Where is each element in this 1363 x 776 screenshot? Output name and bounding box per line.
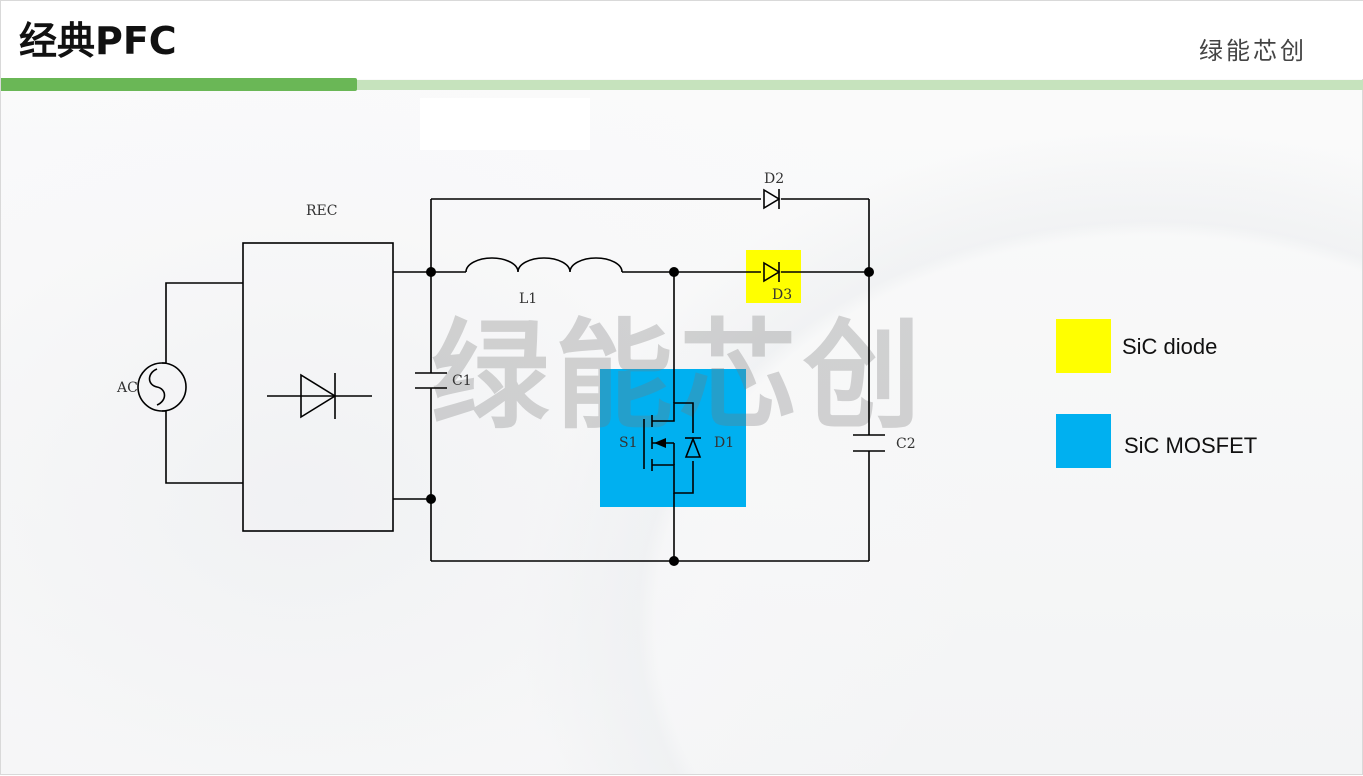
s1-source-lead <box>652 461 694 494</box>
watermark-text: 绿能芯创 <box>431 307 928 445</box>
brand-name: 绿能芯创 <box>1199 37 1307 65</box>
label-c1: C1 <box>452 373 472 389</box>
s1-drain-lead <box>652 402 694 433</box>
junction-dot <box>426 267 436 277</box>
ac-sine-icon <box>148 368 166 406</box>
label-d1: D1 <box>714 435 734 451</box>
header <box>1 1 1363 79</box>
legend-swatch-sic-diode <box>1056 319 1111 373</box>
sic-diode-highlight <box>746 250 801 303</box>
l1-inductor-coil <box>465 257 623 273</box>
ac-source-symbol <box>137 362 187 412</box>
label-l1: L1 <box>519 291 537 307</box>
wire-ac-top <box>162 282 243 364</box>
d3-diode-triangle <box>763 261 781 283</box>
label-ac: AC <box>116 380 138 396</box>
label-d2: D2 <box>764 171 784 187</box>
legend-label-sic-mosfet: SiC MOSFET <box>1124 433 1258 458</box>
label-d3: D3 <box>772 287 792 303</box>
wire-ac-bottom <box>162 410 243 484</box>
junction-dot <box>669 267 679 277</box>
s1-arrow <box>654 438 666 448</box>
rec-diode-triangle <box>300 373 337 419</box>
d2-diode-triangle <box>763 188 781 210</box>
header-divider-accent <box>1 78 357 91</box>
blank-patch <box>420 98 590 150</box>
junction-dot <box>426 494 436 504</box>
legend-swatch-sic-mosfet <box>1056 414 1111 468</box>
slide-title: 经典PFC <box>19 19 177 63</box>
label-s1: S1 <box>619 435 638 451</box>
label-rec: REC <box>306 203 337 219</box>
junction-dot <box>864 267 874 277</box>
d1-diode-triangle <box>684 436 702 458</box>
sic-mosfet-highlight <box>600 369 746 507</box>
header-divider-light <box>1 80 1363 90</box>
legend-label-sic-diode: SiC diode <box>1122 334 1218 359</box>
junction-dot <box>669 556 679 566</box>
label-c2: C2 <box>896 436 916 452</box>
rectifier-box <box>242 242 394 532</box>
